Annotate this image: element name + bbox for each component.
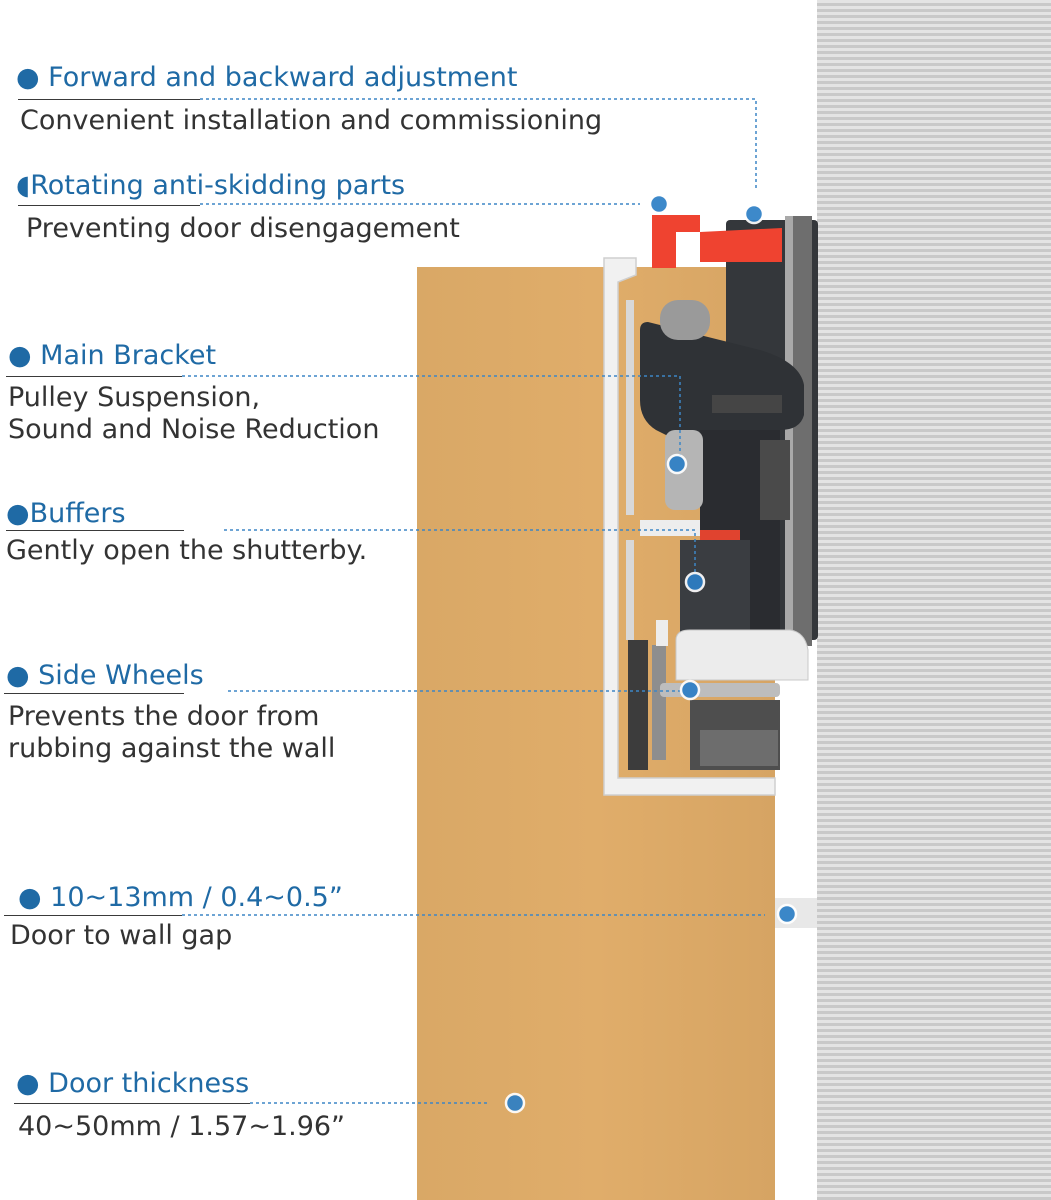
- side-wheels-title: ● Side Wheels: [6, 660, 204, 691]
- main-bracket-desc: Pulley Suspension, Sound and Noise Reduc…: [8, 382, 380, 445]
- track-profile: [603, 257, 776, 796]
- title-underline: [18, 205, 200, 206]
- title-underline: [6, 376, 182, 377]
- title-underline: [4, 693, 184, 694]
- rotating-anti-skidding-title: ◖Rotating anti-skidding parts: [16, 170, 406, 201]
- buffers-title: ●Buffers: [6, 498, 126, 529]
- title-underline: [4, 915, 182, 916]
- forward-backward-adjustment-title: ● Forward and backward adjustment: [16, 62, 518, 93]
- buffers-desc: Gently open the shutterby.: [6, 535, 368, 566]
- title-underline: [18, 99, 200, 100]
- side-wheels: [660, 629, 809, 770]
- main-bracket-title: ● Main Bracket: [8, 340, 217, 371]
- wall: [817, 0, 1051, 1200]
- gap-desc: Door to wall gap: [10, 920, 233, 951]
- forward-backward-adjustment-desc: Convenient installation and commissionin…: [20, 105, 603, 136]
- title-underline: [14, 1103, 250, 1104]
- rotating-anti-skidding-desc: Preventing door disengagement: [26, 213, 460, 244]
- side-wheels-desc: Prevents the door from rubbing against t…: [8, 701, 336, 764]
- leader-lines: [182, 98, 765, 1104]
- door-thickness-desc: 40~50mm / 1.57~1.96”: [18, 1111, 346, 1142]
- door-thickness-title: ● Door thickness: [16, 1068, 250, 1099]
- callout-markers: [504, 193, 798, 1114]
- gap-title: ● 10~13mm / 0.4~0.5”: [18, 882, 343, 913]
- title-underline: [6, 530, 184, 531]
